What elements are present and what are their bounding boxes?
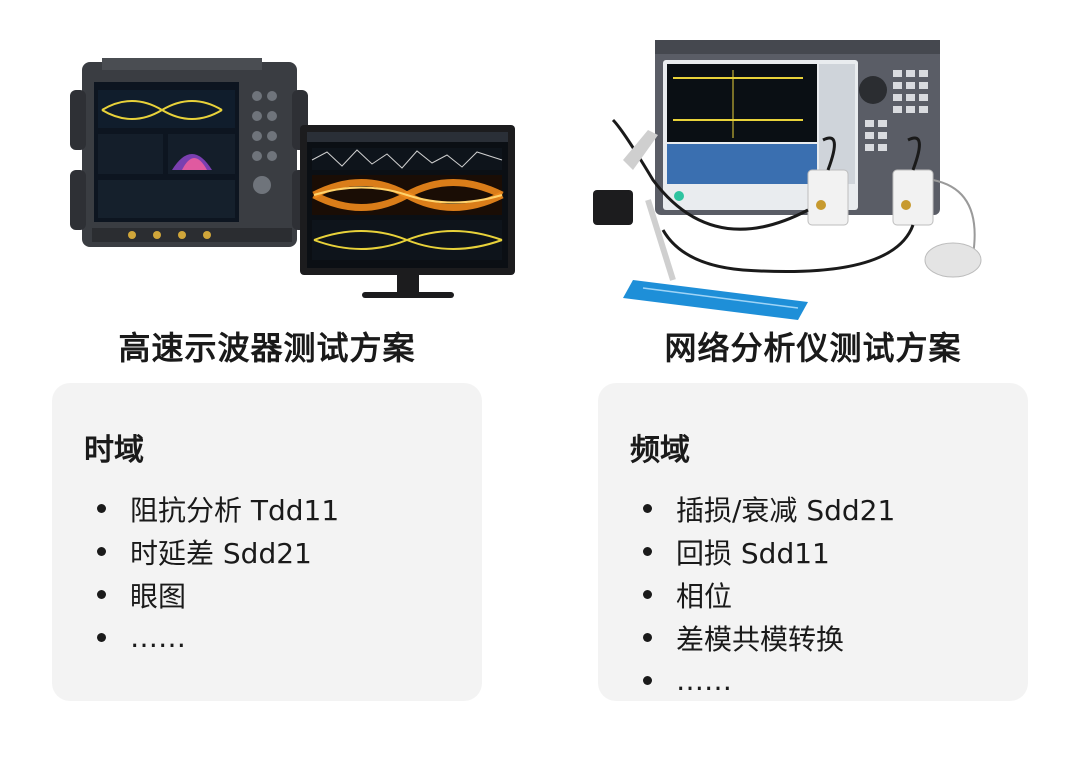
network-analyzer-image <box>593 30 1033 320</box>
bullet-icon <box>97 590 106 599</box>
list-item: 回损 Sdd11 <box>630 530 895 573</box>
oscilloscope-image <box>62 30 522 320</box>
list-item: 时延差 Sdd21 <box>84 530 339 573</box>
list-item: 眼图 <box>84 573 339 616</box>
list-item-text: 回损 Sdd11 <box>676 536 830 570</box>
list-item-text: …… <box>130 621 186 654</box>
list-item: …… <box>630 659 895 702</box>
list-item: 阻抗分析 Tdd11 <box>84 487 339 530</box>
list-item: 插损/衰减 Sdd21 <box>630 487 895 530</box>
bullet-icon <box>97 547 106 556</box>
bullet-icon <box>643 633 652 642</box>
network-analyzer-solution-title: 网络分析仪测试方案 <box>664 329 962 367</box>
bullet-icon <box>643 547 652 556</box>
list-item-text: …… <box>676 664 732 697</box>
bullet-icon <box>97 633 106 642</box>
list-item-text: 插损/衰减 Sdd21 <box>676 493 896 527</box>
bullet-icon <box>643 590 652 599</box>
list-item-text: 眼图 <box>130 579 187 613</box>
oscilloscope-solution-title: 高速示波器测试方案 <box>118 329 416 367</box>
bullet-icon <box>97 504 106 513</box>
list-item-text: 相位 <box>676 579 733 613</box>
card-heading: 时域 <box>84 433 144 468</box>
list-item: 差模共模转换 <box>630 616 895 659</box>
time-domain-card: 时域 阻抗分析 Tdd11 时延差 Sdd21 眼图 …… <box>52 383 482 701</box>
list-item: …… <box>84 616 339 659</box>
bullet-icon <box>643 676 652 685</box>
list-item-text: 时延差 Sdd21 <box>130 536 312 570</box>
time-domain-list: 阻抗分析 Tdd11 时延差 Sdd21 眼图 …… <box>84 487 339 659</box>
frequency-domain-card: 频域 插损/衰减 Sdd21 回损 Sdd11 相位 差模共模转换 …… <box>598 383 1028 701</box>
frequency-domain-list: 插损/衰减 Sdd21 回损 Sdd11 相位 差模共模转换 …… <box>630 487 895 702</box>
list-item: 相位 <box>630 573 895 616</box>
list-item-text: 差模共模转换 <box>676 622 845 656</box>
card-heading: 频域 <box>630 433 690 468</box>
bullet-icon <box>643 504 652 513</box>
list-item-text: 阻抗分析 Tdd11 <box>130 493 340 527</box>
